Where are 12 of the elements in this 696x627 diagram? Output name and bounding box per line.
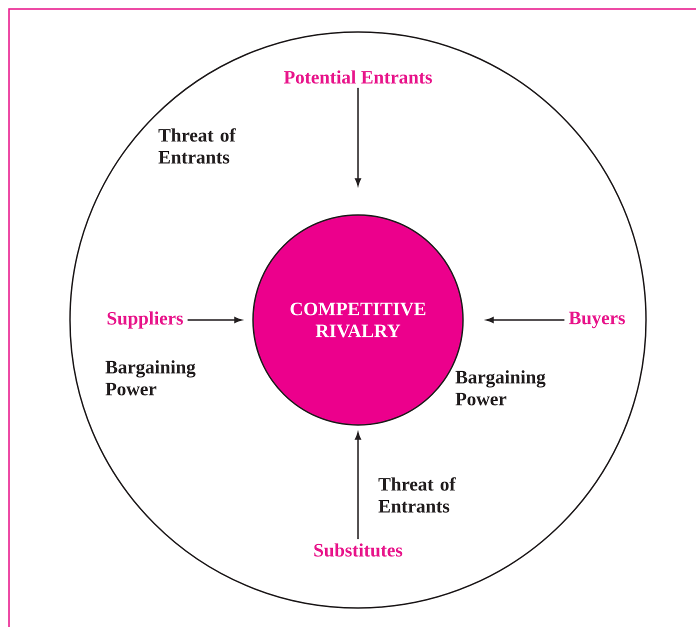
force-caption: Threat of Entrants — [378, 477, 456, 513]
arrow — [188, 317, 242, 323]
force-label: Suppliers — [108, 311, 183, 329]
arrow — [355, 432, 361, 540]
arrow — [486, 317, 564, 323]
force-label: Potential Entrants — [284, 70, 432, 84]
force-label: Substitutes — [314, 543, 402, 557]
force-caption: Bargaining Power — [106, 360, 196, 396]
force-label: Buyers — [568, 312, 625, 328]
outer-circle — [69, 31, 647, 609]
force-caption: Threat of Entrants — [158, 128, 236, 164]
arrow — [355, 88, 361, 186]
